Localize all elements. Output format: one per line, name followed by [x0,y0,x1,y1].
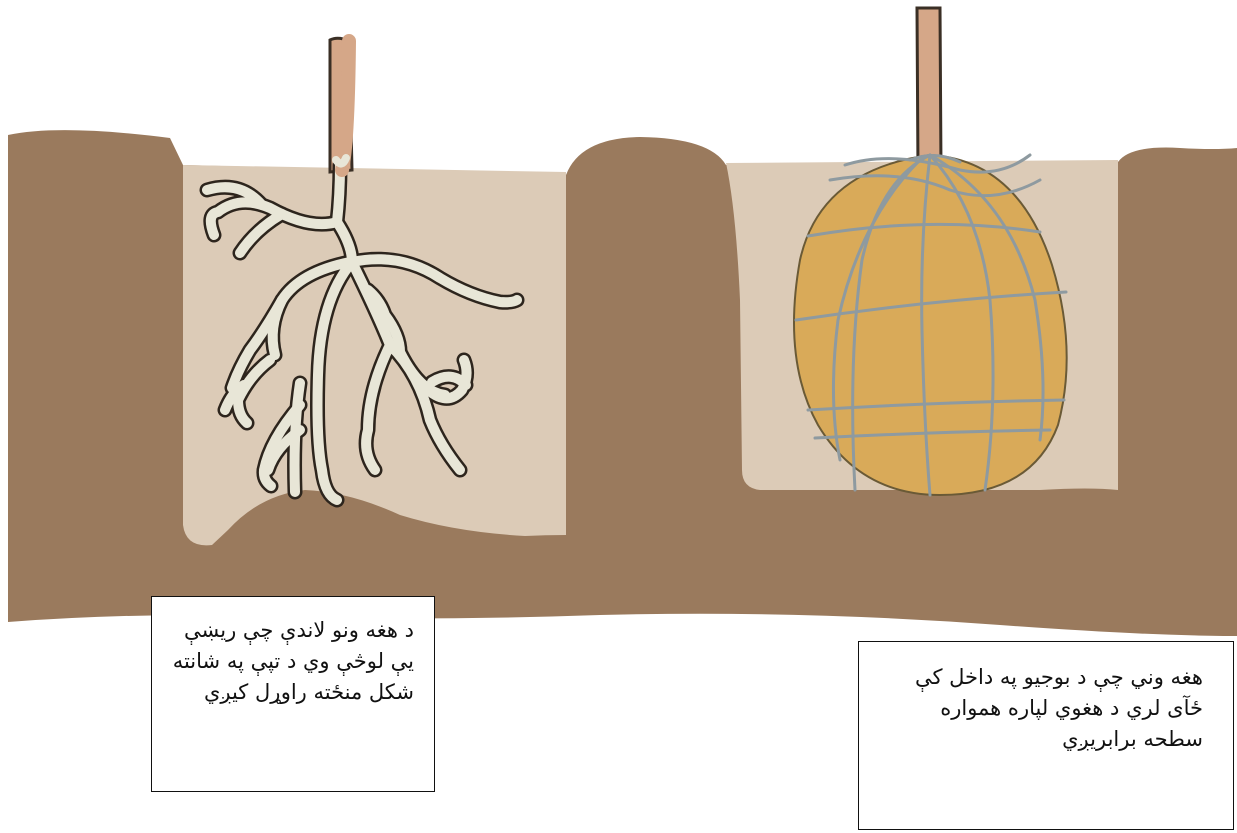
burlap-tree-stem [917,8,941,172]
burlap-root-caption: هغه وني چې د بوجيو په داخل کې ځآی لري د … [858,641,1234,830]
bare-root-caption: د هغه ونو لاندې چې ريښې يې لوڅې وي د تپې… [151,596,435,792]
